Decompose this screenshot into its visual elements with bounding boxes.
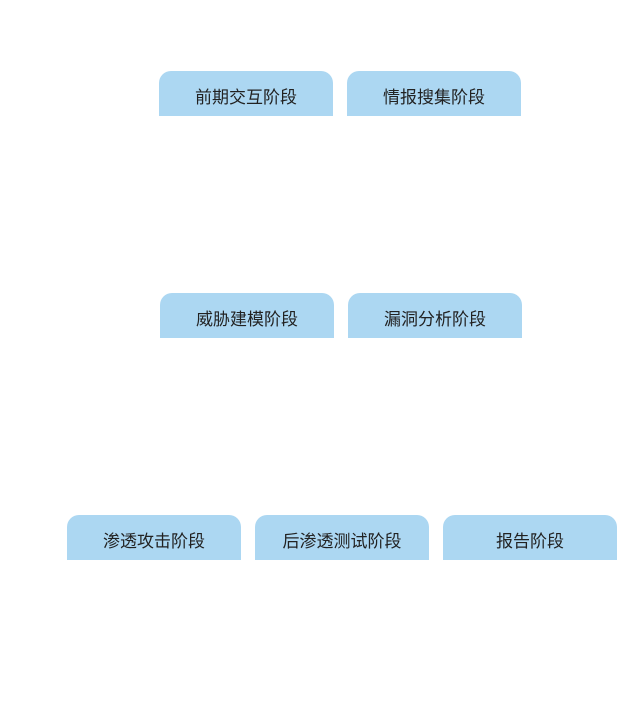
stage-label: 后渗透测试阶段 <box>282 532 402 552</box>
stage-exploitation: 渗透攻击阶段 <box>67 515 241 560</box>
stage-threat-modeling: 威胁建模阶段 <box>160 293 334 338</box>
stage-label: 前期交互阶段 <box>195 88 297 108</box>
stage-label: 渗透攻击阶段 <box>103 532 205 552</box>
stage-vulnerability-analysis: 漏洞分析阶段 <box>348 293 522 338</box>
stage-pre-engagement: 前期交互阶段 <box>159 71 333 116</box>
stage-label: 威胁建模阶段 <box>196 310 298 330</box>
stage-label: 情报搜集阶段 <box>383 88 485 108</box>
stage-intelligence-gathering: 情报搜集阶段 <box>347 71 521 116</box>
stage-label: 报告阶段 <box>496 532 564 552</box>
stage-label: 漏洞分析阶段 <box>384 310 486 330</box>
stage-post-exploitation: 后渗透测试阶段 <box>255 515 429 560</box>
stage-reporting: 报告阶段 <box>443 515 617 560</box>
